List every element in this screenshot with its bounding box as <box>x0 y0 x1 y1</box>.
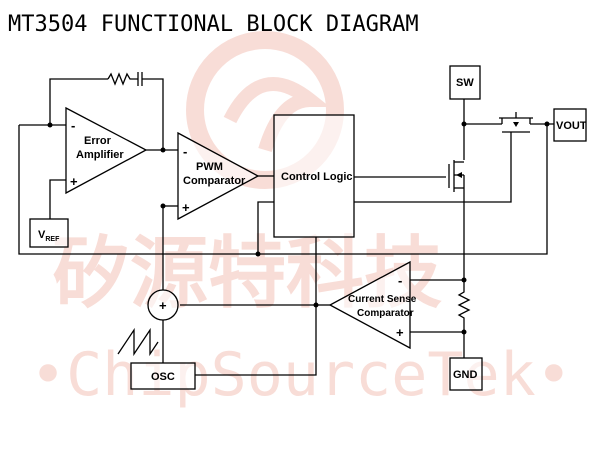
nmos-transistor <box>448 160 465 192</box>
diagram-title: MT3504 FUNCTIONAL BLOCK DIAGRAM <box>8 12 419 37</box>
gnd-label: GND <box>453 369 478 381</box>
osc-block: OSC <box>130 362 196 390</box>
error-amp-minus: - <box>71 118 75 133</box>
vref-sub: REF <box>45 236 60 243</box>
osc-label: OSC <box>151 371 175 383</box>
vout-pin: VOUT <box>553 108 587 142</box>
error-amplifier: - + Error Amplifier <box>65 106 148 195</box>
cs-plus: + <box>396 325 404 340</box>
vref-main: V <box>38 229 46 241</box>
vout-label: VOUT <box>556 120 587 132</box>
sw-pin: SW <box>449 65 481 100</box>
junction-dots <box>47 121 550 335</box>
error-amp-plus: + <box>70 174 78 189</box>
pwm-minus: - <box>183 144 187 159</box>
error-amp-label-2: Amplifier <box>76 149 124 161</box>
pwm-comparator: - + PWM Comparator <box>177 131 260 221</box>
cs-label-2: Comparator <box>357 308 414 319</box>
vref-block: VREF <box>29 218 69 248</box>
pmos-transistor <box>499 112 533 142</box>
current-sense-comparator: - + Current Sense Comparator <box>328 260 417 350</box>
control-logic-block: Control Logic <box>273 114 355 238</box>
vref-label: VREF <box>38 229 60 243</box>
sense-resistor <box>457 278 471 321</box>
pwm-plus: + <box>182 200 190 215</box>
pwm-label-1: PWM <box>196 161 223 173</box>
pwm-label-2: Comparator <box>183 175 246 187</box>
error-amp-label-1: Error <box>84 135 112 147</box>
summer-plus: + <box>159 298 167 313</box>
sawtooth-waveform <box>117 327 159 357</box>
sw-label: SW <box>456 77 474 89</box>
cs-label-1: Current Sense <box>348 294 417 305</box>
summing-junction: + <box>147 289 179 321</box>
gnd-pin: GND <box>449 357 483 391</box>
cs-minus: - <box>398 273 402 288</box>
control-logic-label: Control Logic <box>281 171 353 183</box>
watermark-logo <box>186 31 344 189</box>
